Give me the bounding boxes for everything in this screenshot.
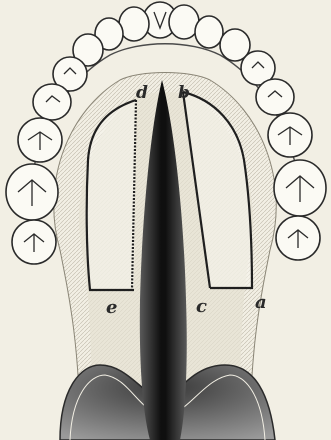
tooth: [33, 84, 71, 120]
label-b: b: [178, 83, 190, 103]
tooth: [256, 79, 294, 115]
label-d: d: [136, 83, 148, 103]
tooth: [195, 16, 223, 48]
label-e: e: [106, 297, 117, 318]
label-c: c: [196, 296, 207, 317]
label-a: a: [255, 292, 267, 313]
